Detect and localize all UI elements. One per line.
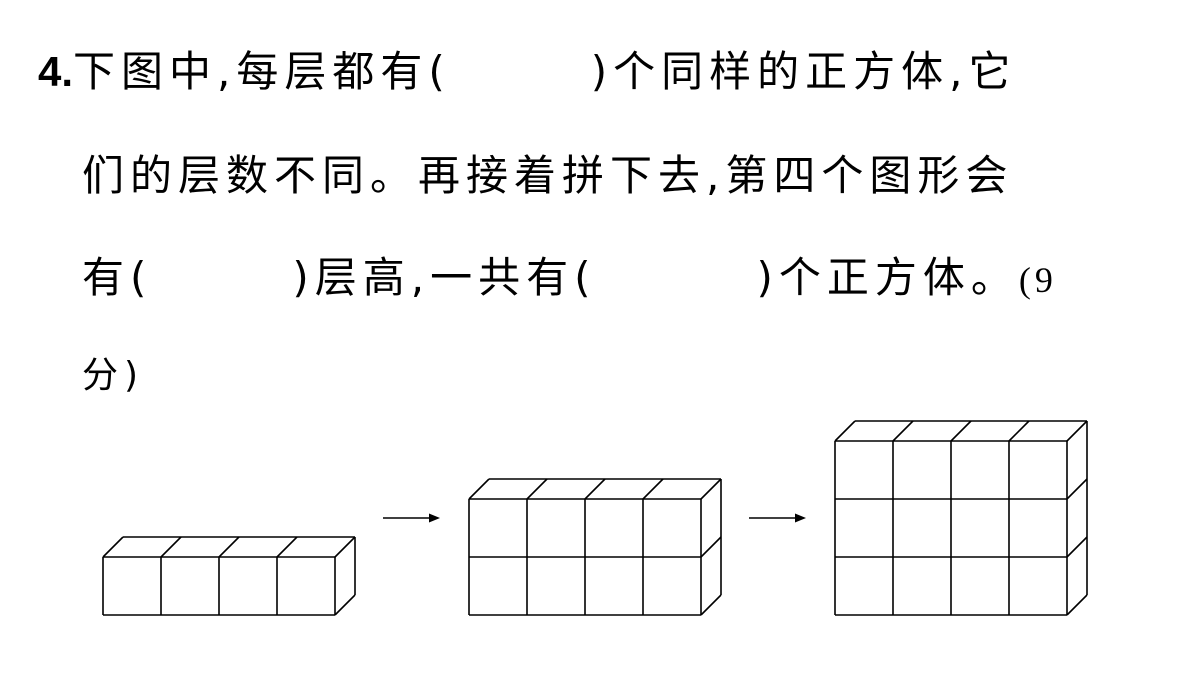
- question-number: 4: [38, 48, 62, 95]
- question-line-2: 们的层数不同。再接着拼下去,第四个图形会: [82, 146, 1013, 206]
- side-row-depth-line: [700, 536, 722, 558]
- arrow-right-icon: [383, 513, 440, 523]
- top-depth-line: [700, 478, 722, 500]
- question-line-1: 4.下图中,每层都有( )个同样的正方体,它: [38, 42, 1017, 102]
- figure-2: [468, 478, 722, 616]
- side-row-depth-line: [1066, 478, 1088, 500]
- cube-stacks: [102, 420, 1088, 616]
- question-number-dot: .: [61, 48, 74, 95]
- top-depth-line: [1066, 420, 1088, 442]
- top-depth-line: [834, 420, 856, 442]
- top-depth-line: [468, 478, 490, 500]
- question-text-2: 们的层数不同。再接着拼下去,第四个图形会: [82, 151, 1014, 200]
- top-depth-line: [102, 536, 124, 558]
- figure-3: [834, 420, 1088, 616]
- question-line-3: 有( )层高,一共有( )个正方体。(9: [82, 248, 1057, 308]
- top-depth-line: [642, 478, 664, 500]
- question-text-4: 分): [82, 355, 145, 396]
- question-text-3a: 有(: [82, 253, 153, 302]
- top-depth-line: [276, 536, 298, 558]
- arrow-head: [795, 513, 806, 523]
- top-depth-line: [1008, 420, 1030, 442]
- side-row-depth-line: [1066, 536, 1088, 558]
- top-depth-line: [218, 536, 240, 558]
- side-bottom-depth-line: [1066, 594, 1088, 616]
- arrow-right-icon: [749, 513, 806, 523]
- arrow-head: [429, 513, 440, 523]
- side-bottom-depth-line: [334, 594, 356, 616]
- figure-1: [102, 536, 356, 616]
- side-bottom-depth-line: [700, 594, 722, 616]
- top-depth-line: [526, 478, 548, 500]
- score-open: (9: [1018, 260, 1057, 300]
- question-text-1b: )个同样的正方体,它: [590, 47, 1017, 96]
- cube-figures: [102, 420, 1088, 616]
- arrows: [383, 513, 806, 523]
- question-text-1a: 下图中,每层都有(: [73, 47, 451, 96]
- question-4: 4.下图中,每层都有( )个同样的正方体,它 们的层数不同。再接着拼下去,第四个图…: [38, 42, 1057, 406]
- question-text-3c: )个正方体。: [756, 253, 1019, 302]
- question-text-3b: )层高,一共有(: [292, 253, 597, 302]
- top-depth-line: [584, 478, 606, 500]
- question-line-4: 分): [82, 346, 144, 406]
- top-depth-line: [950, 420, 972, 442]
- top-depth-line: [160, 536, 182, 558]
- top-depth-line: [892, 420, 914, 442]
- top-depth-line: [334, 536, 356, 558]
